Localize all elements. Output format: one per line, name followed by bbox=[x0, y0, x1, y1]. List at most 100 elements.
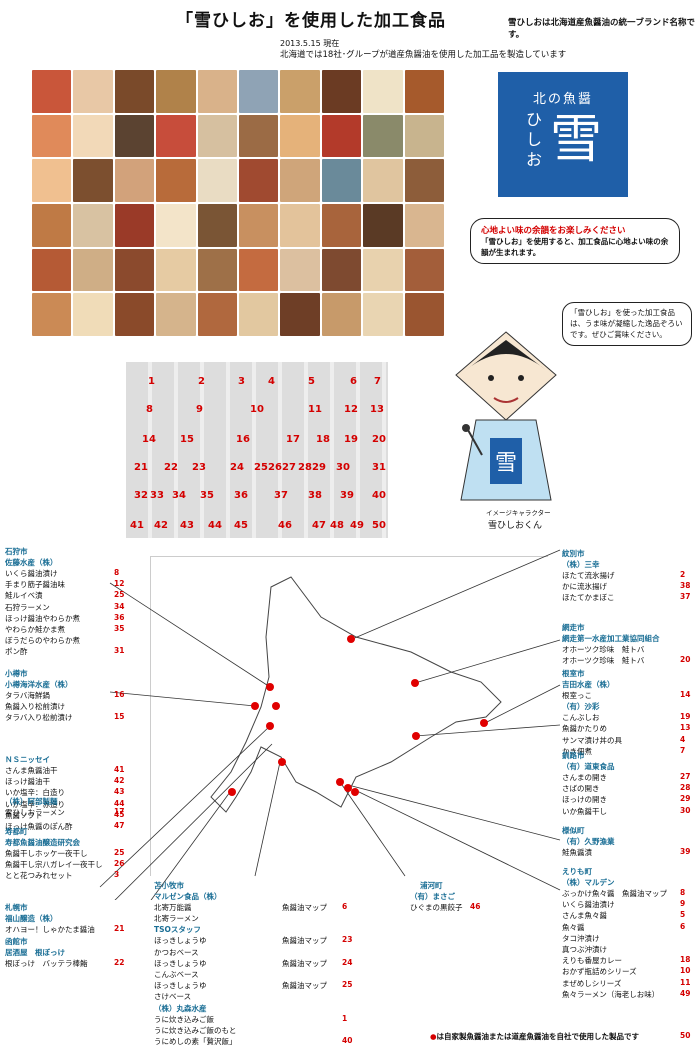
product-photo bbox=[280, 159, 320, 202]
product-number: 31 bbox=[372, 462, 386, 473]
product-photo bbox=[156, 70, 196, 113]
map-leader-lines bbox=[99, 549, 561, 900]
company-heading: （有）久野漁業 bbox=[562, 837, 615, 846]
product-number: 34 bbox=[172, 490, 186, 501]
product-photo bbox=[363, 204, 403, 247]
list-item-number: 38 bbox=[680, 581, 691, 591]
product-photo bbox=[363, 114, 403, 158]
legend-footnote: ●は自家製魚醤油または道産魚醤油を自社で使用した製品です bbox=[430, 1031, 639, 1042]
list-item-number: 34 bbox=[114, 601, 125, 611]
list-item-number: 29 bbox=[680, 794, 691, 804]
city-heading: 様似町 bbox=[562, 826, 585, 835]
list-item: かに流氷揚げ bbox=[562, 582, 607, 592]
list-item-number: 17 bbox=[114, 807, 125, 816]
list-item: オハヨー！しゃかたま醤油 bbox=[5, 925, 95, 934]
product-photo bbox=[404, 248, 444, 292]
product-photo bbox=[239, 248, 279, 292]
list-item: ほっけ醤油干 bbox=[5, 777, 50, 787]
callout-aftertaste: 心地よい味の余韻をお楽しみください 「雪ひしお」を使用すると、加工食品に心地よい… bbox=[470, 218, 680, 264]
city-heading: 浦河町 bbox=[420, 881, 443, 890]
list-item-number: 3 bbox=[114, 870, 120, 880]
product-photo bbox=[73, 204, 113, 247]
product-number: 19 bbox=[344, 434, 358, 445]
product-photo bbox=[114, 114, 155, 158]
product-number: 44 bbox=[208, 520, 222, 531]
list-item: ぶっかけ魚々醤 魚醤油マップ bbox=[562, 889, 667, 898]
product-photo bbox=[280, 293, 320, 336]
list-item-number: 44 bbox=[114, 798, 125, 808]
product-photo bbox=[197, 70, 237, 113]
product-photo bbox=[404, 293, 444, 336]
list-item: 魚々醤 bbox=[562, 922, 585, 932]
product-number: 48 bbox=[330, 520, 344, 531]
list-item: やわらか鮭かま煮 bbox=[5, 625, 65, 634]
city-heading: 網走市 bbox=[562, 623, 585, 632]
product-photo bbox=[73, 248, 113, 292]
list-item: さばの開き bbox=[562, 784, 600, 794]
list-item-number: 31 bbox=[114, 646, 125, 656]
list-item: えりも番屋カレー bbox=[562, 956, 622, 966]
product-photo bbox=[32, 248, 72, 292]
product-number: 20 bbox=[372, 434, 386, 445]
product-number: 15 bbox=[180, 434, 194, 445]
character-illustration: 雪 bbox=[455, 331, 557, 501]
product-number: 41 bbox=[130, 520, 144, 531]
list-item: 北寄ラーメン bbox=[154, 914, 199, 924]
product-number: 4 bbox=[268, 376, 275, 387]
city-heading: 石狩市 bbox=[5, 547, 28, 556]
product-photo bbox=[239, 70, 279, 113]
product-photo bbox=[156, 204, 196, 247]
product-number: 29 bbox=[312, 462, 326, 473]
list-item-number: 36 bbox=[114, 612, 125, 622]
product-photo bbox=[363, 159, 403, 202]
list-item-number: 18 bbox=[680, 955, 691, 965]
product-photo bbox=[239, 159, 279, 202]
product-photo bbox=[321, 114, 362, 158]
city-heading: えりも町 bbox=[562, 867, 592, 876]
list-item: ほっけ醤油やわらか煮 bbox=[5, 613, 80, 623]
company-heading: TSOスタッフ bbox=[154, 925, 201, 935]
product-number: 18 bbox=[316, 434, 330, 445]
list-item-number: 30 bbox=[680, 805, 691, 815]
list-item-number: 9 bbox=[680, 899, 686, 909]
product-number: 1 bbox=[148, 376, 155, 387]
list-item-number: 27 bbox=[680, 772, 691, 781]
city-heading: 寿都町 bbox=[5, 827, 28, 836]
product-number: 10 bbox=[250, 404, 264, 415]
product-photo bbox=[114, 248, 155, 292]
list-item-number: 10 bbox=[680, 966, 691, 976]
product-photo bbox=[32, 114, 72, 158]
legend-text: は自家製魚醤油または道産魚醤油を自社で使用した製品です bbox=[436, 1032, 640, 1041]
character-label: イメージキャラクター bbox=[486, 509, 551, 517]
product-photo bbox=[156, 159, 196, 202]
product-number: 49 bbox=[350, 520, 364, 531]
list-item: 手まり筋子醤油味 bbox=[5, 580, 65, 590]
list-item: ほたてかまぼこ bbox=[562, 593, 615, 603]
product-photo-collage bbox=[32, 70, 444, 336]
company-heading: （株）三幸 bbox=[562, 560, 600, 569]
list-item: さけベース bbox=[154, 992, 192, 1002]
logo-big-char: 雪 bbox=[550, 110, 603, 170]
list-item: ほっきしょうゆ bbox=[154, 936, 207, 946]
product-number: 35 bbox=[200, 490, 214, 501]
list-item: 鮭ルイベ漬 bbox=[5, 591, 43, 601]
product-number: 42 bbox=[154, 520, 168, 531]
product-number: 6 bbox=[350, 376, 357, 387]
company-heading: ＮＳニッセイ bbox=[5, 755, 50, 764]
product-photo bbox=[321, 204, 362, 247]
list-item-note: 魚醤油マップ bbox=[282, 981, 327, 991]
list-item: 根室っこ bbox=[562, 691, 592, 700]
company-heading: （有）道東食品 bbox=[562, 762, 615, 771]
list-item-number: 47 bbox=[114, 821, 125, 830]
list-item: こんぶしお bbox=[562, 713, 600, 723]
list-item: オホーツク珍味 鮭トバ bbox=[562, 645, 645, 654]
list-item-number: 25 bbox=[114, 590, 125, 600]
product-number: 2 bbox=[198, 376, 205, 387]
product-photo bbox=[197, 114, 237, 158]
product-photo bbox=[239, 293, 279, 336]
product-photo bbox=[280, 114, 320, 158]
company-heading: （有）沙彩 bbox=[562, 702, 600, 712]
list-item: さんまの開き bbox=[562, 773, 607, 782]
list-item-number: 15 bbox=[114, 712, 125, 722]
